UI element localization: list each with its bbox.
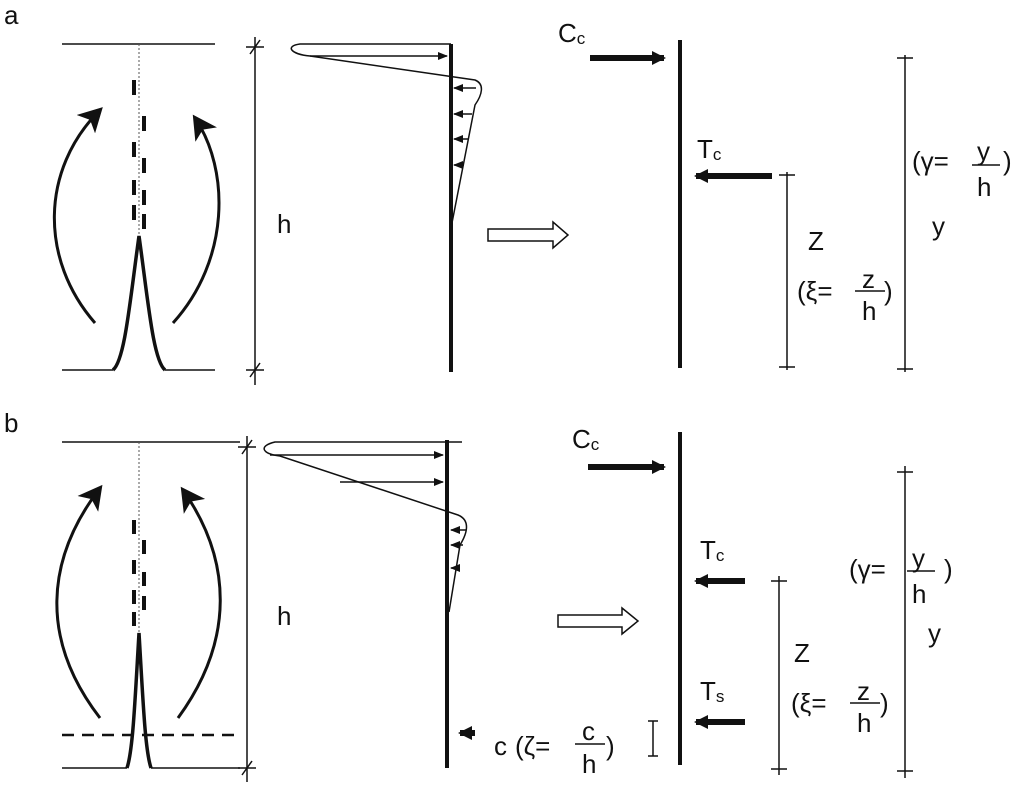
panel-label: b <box>4 408 18 438</box>
fraction-numerator: z <box>857 676 870 706</box>
crack-tip <box>125 632 153 769</box>
force-resultants: Cc Tc Ts Z (ξ= z h ) (γ= y <box>572 424 953 778</box>
tension-concrete-label: Tc <box>700 535 725 565</box>
curved-arrow-left <box>55 484 103 719</box>
paren-close: ) <box>606 731 615 761</box>
fraction-denominator: h <box>977 172 991 202</box>
tension-steel-label: Ts <box>700 676 724 706</box>
lever-arm-ratio: (ξ= <box>791 688 827 718</box>
height-label: h <box>277 209 291 239</box>
fraction-denominator: h <box>857 708 871 738</box>
height-dimension: h <box>246 37 291 385</box>
cover-dimension: c(ζ= c h ) <box>494 716 658 779</box>
panel-a: a h <box>4 0 1012 385</box>
depth-ratio: (γ= <box>849 554 886 584</box>
panel-b: b h <box>4 408 953 782</box>
panel-label: a <box>4 0 19 30</box>
lever-arm-dimension: Z (ξ= z h ) <box>779 172 893 370</box>
tension-concrete-label: Tc <box>697 134 722 164</box>
paren-close: ) <box>880 688 889 718</box>
crack-dashes <box>132 520 146 626</box>
crack-sketch <box>52 43 221 372</box>
lever-arm-ratio: (ξ= <box>797 276 833 306</box>
fraction-denominator: h <box>862 296 876 326</box>
lever-arm-dimension: Z (ξ= z h ) <box>771 576 889 775</box>
lever-arm-label: Z <box>794 638 810 668</box>
curved-arrow-right <box>176 486 222 719</box>
fraction-numerator: z <box>862 264 875 294</box>
lever-arm-label: Z <box>808 226 824 256</box>
fraction-numerator: c <box>582 716 595 746</box>
transform-arrow-icon <box>487 220 570 250</box>
crack-dashes <box>132 80 146 229</box>
stress-profile <box>290 43 483 372</box>
curved-arrow-right <box>171 114 221 325</box>
fraction-numerator: y <box>912 543 925 573</box>
transform-arrow-icon <box>557 606 640 636</box>
height-dimension: h <box>238 436 291 782</box>
depth-label: y <box>932 211 945 241</box>
cover-label: c(ζ= <box>494 731 550 761</box>
crack-sketch <box>55 441 240 769</box>
fraction-denominator: h <box>912 579 926 609</box>
fraction-denominator: h <box>582 749 596 779</box>
force-resultants: Cc Tc Z (ξ= z h ) (γ= y h ) <box>558 18 1012 372</box>
compression-label: Cc <box>558 18 586 48</box>
depth-dimension: (γ= y h ) y <box>897 55 1012 372</box>
fraction-numerator: y <box>977 136 990 166</box>
curved-arrow-left <box>52 107 103 324</box>
paren-close: ) <box>1003 146 1012 176</box>
depth-ratio: (γ= <box>912 146 949 176</box>
depth-label: y <box>928 618 941 648</box>
paren-close: ) <box>944 554 953 584</box>
depth-dimension: (γ= y h ) y <box>849 466 953 778</box>
crack-tip <box>111 235 167 372</box>
stress-profile <box>263 440 475 768</box>
height-label: h <box>277 601 291 631</box>
paren-close: ) <box>884 276 893 306</box>
compression-label: Cc <box>572 424 600 454</box>
